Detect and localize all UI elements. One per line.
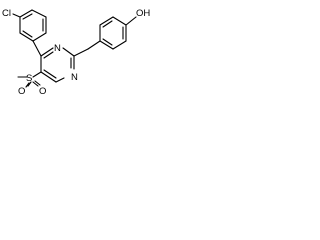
bond (112, 40, 127, 50)
atom-n-lower-label: N (71, 72, 78, 83)
atom-oh-label: OH (136, 8, 150, 19)
bond-aryl-pyrimidine (32, 40, 42, 57)
bond (99, 16, 114, 26)
chlorophenyl-ring (19, 9, 47, 42)
structure-diagram: Cl OH N N S O O (2, 8, 150, 97)
bond-oh (125, 16, 137, 26)
atom-cl-label: Cl (2, 8, 11, 19)
bond (19, 32, 34, 42)
bond-inner (102, 38, 113, 46)
bond-s-o-right (32, 81, 39, 87)
atom-s-label: S (26, 73, 32, 84)
bond-ring-sulfur (32, 71, 42, 78)
bond (40, 71, 57, 83)
hydroxyphenyl-ring (87, 16, 127, 50)
bond-s-o-right-double (34, 80, 41, 86)
bond-s-o-left-double (25, 82, 30, 88)
bond (62, 47, 75, 57)
bond-inner (43, 69, 57, 79)
atom-n-upper-label: N (54, 43, 61, 54)
atom-o-right-label: O (39, 86, 46, 97)
bond (87, 40, 101, 50)
bond-cl (12, 13, 21, 18)
bond (99, 40, 114, 50)
bond-inner (22, 13, 33, 20)
bond (40, 47, 54, 57)
bond (55, 77, 65, 83)
bond (19, 9, 33, 18)
bond-s-o-left (27, 81, 32, 87)
bond (112, 16, 127, 26)
pyrimidine-ring (40, 47, 75, 83)
bond-pyrimidine-phenol (73, 48, 89, 57)
atom-o-left-label: O (18, 86, 25, 97)
bond-inner (102, 20, 113, 28)
bond (32, 32, 47, 42)
bond-inner (22, 30, 33, 38)
bond (31, 9, 47, 18)
bond-inner (43, 51, 54, 59)
